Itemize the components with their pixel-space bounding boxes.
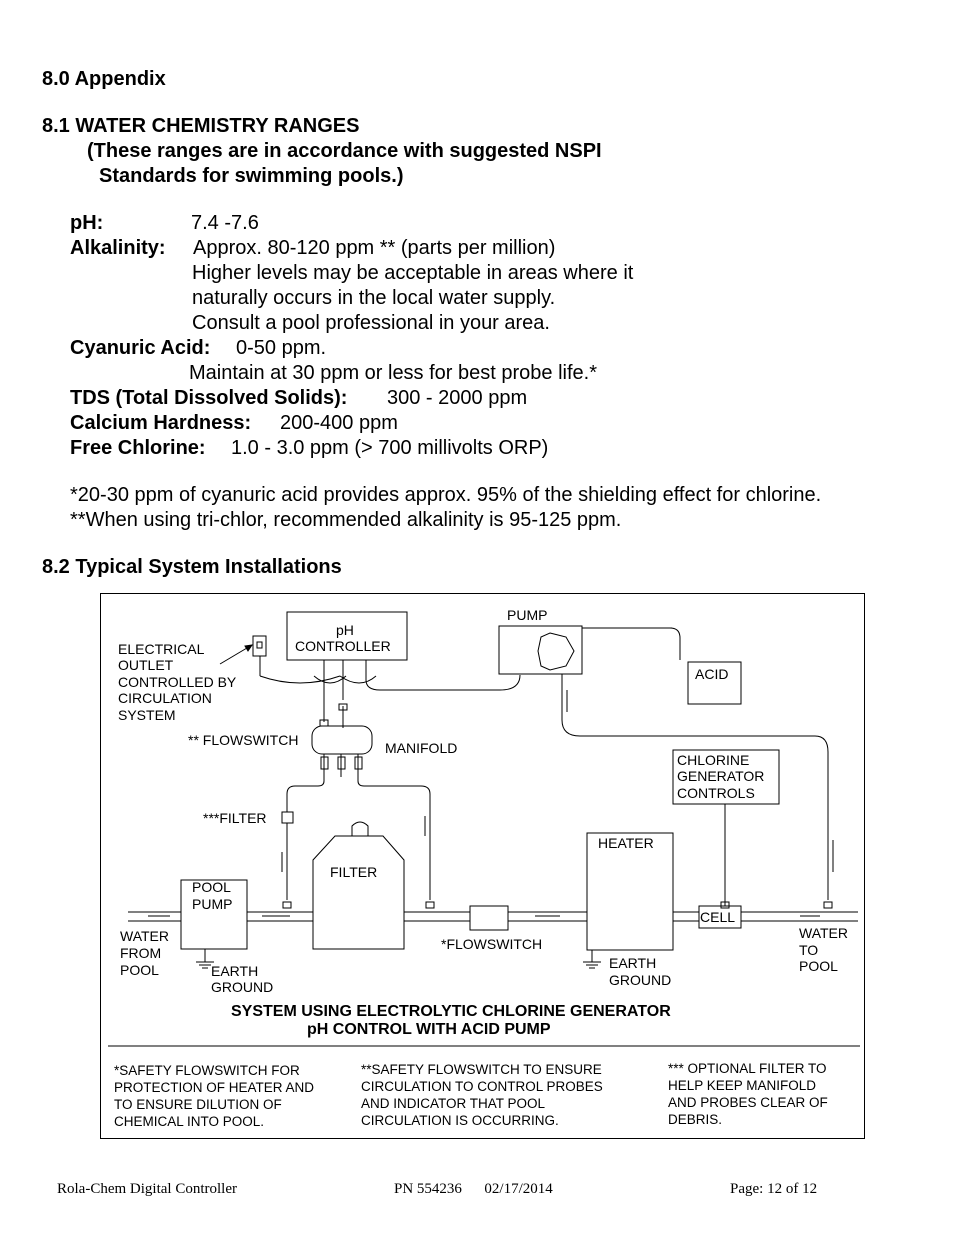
main-filter-tank — [312, 835, 405, 950]
water-to-pool-label-2: TO — [799, 942, 819, 958]
ph-label: pH: — [70, 212, 104, 234]
note-filter-1: *** OPTIONAL FILTER TO — [668, 1061, 827, 1076]
calcium-label: Calcium Hardness: — [70, 412, 252, 434]
footer-page-number: Page: 12 of 12 — [730, 1181, 818, 1197]
outlet-label-2: OUTLET — [118, 657, 174, 673]
outlet-label-5: SYSTEM — [118, 707, 176, 723]
water-from-pool-label-2: FROM — [120, 945, 162, 961]
water-from-pool-label-3: POOL — [120, 962, 159, 978]
earth-ground-left-label-2: GROUND — [211, 979, 274, 995]
footer-product: Rola-Chem Digital Controller — [57, 1181, 237, 1197]
manifold-label: MANIFOLD — [385, 740, 458, 756]
diagram-caption-line2: pH CONTROL WITH ACID PUMP — [307, 1021, 551, 1038]
alkalinity-note-2: naturally occurs in the local water supp… — [192, 287, 556, 309]
alkalinity-value: Approx. 80-120 ppm ** (parts per million… — [193, 237, 556, 259]
tds-value: 300 - 2000 ppm — [387, 387, 528, 409]
footnote-alkalinity: **When using tri-chlor, recommended alka… — [70, 509, 622, 531]
section-8-1-note-line2: Standards for swimming pools.) — [99, 165, 404, 187]
pump-label: PUMP — [507, 607, 548, 623]
installation-diagram — [100, 593, 865, 1139]
calcium-value: 200-400 ppm — [280, 412, 398, 434]
ph-value: 7.4 -7.6 — [191, 212, 259, 234]
tds-label: TDS (Total Dissolved Solids): — [70, 387, 348, 409]
appendix-heading: 8.0 Appendix — [42, 68, 166, 90]
chlorine-generator-label-3: CONTROLS — [677, 785, 755, 801]
filter-label: FILTER — [330, 864, 378, 880]
diagram-caption-line1: SYSTEM USING ELECTROLYTIC CHLORINE GENER… — [231, 1003, 671, 1020]
outlet-label-1: ELECTRICAL — [118, 641, 205, 657]
note-probes-1: **SAFETY FLOWSWITCH TO ENSURE — [361, 1062, 602, 1077]
alkalinity-note-3: Consult a pool professional in your area… — [192, 312, 550, 334]
water-from-pool-label-1: WATER — [120, 928, 169, 944]
flowswitch-top-label: ** FLOWSWITCH — [188, 732, 299, 748]
alkalinity-label: Alkalinity: — [70, 237, 166, 259]
chlorine-generator-label-1: CHLORINE — [677, 752, 750, 768]
note-filter-2: HELP KEEP MANIFOLD — [668, 1078, 817, 1093]
ph-controller-box — [286, 611, 408, 661]
section-8-1-note-line1: (These ranges are in accordance with sug… — [87, 140, 602, 162]
ph-controller-label: CONTROLLER — [295, 638, 391, 654]
note-filter-3: AND PROBES CLEAR OF — [668, 1095, 828, 1110]
pump-rotor — [537, 632, 575, 671]
pool-pump-label-2: PUMP — [192, 896, 233, 912]
optional-filter-box — [281, 811, 294, 824]
note-heater-2: PROTECTION OF HEATER AND — [114, 1080, 315, 1095]
cyanuric-value: 0-50 ppm. — [236, 337, 327, 359]
note-filter-4: DEBRIS. — [668, 1112, 723, 1127]
water-to-pool-label-3: POOL — [799, 958, 838, 974]
cell-label: CELL — [700, 909, 736, 925]
outlet-label-4: CIRCULATION — [118, 690, 212, 706]
note-probes-3: AND INDICATOR THAT POOL — [361, 1096, 546, 1111]
manifold-body — [311, 725, 373, 755]
pool-pump-label-1: POOL — [192, 879, 231, 895]
cyanuric-note: Maintain at 30 ppm or less for best prob… — [189, 362, 597, 384]
water-to-pool-label-1: WATER — [799, 925, 848, 941]
acid-label: ACID — [695, 666, 729, 682]
flowswitch-box — [469, 905, 509, 931]
footer-part-number-date: PN 554236 02/17/2014 — [394, 1181, 553, 1197]
note-heater-1: *SAFETY FLOWSWITCH FOR — [114, 1063, 300, 1078]
pool-pump-box — [180, 879, 248, 950]
chlorine-generator-label-2: GENERATOR — [677, 768, 765, 784]
cyanuric-label: Cyanuric Acid: — [70, 337, 211, 359]
section-8-2-heading: 8.2 Typical System Installations — [42, 556, 342, 578]
acid-pump-box — [498, 625, 583, 675]
heater-label: HEATER — [598, 835, 654, 851]
note-probes-2: CIRCULATION TO CONTROL PROBES — [361, 1079, 603, 1094]
section-8-1-heading: 8.1 WATER CHEMISTRY RANGES — [42, 115, 360, 137]
electrical-outlet-icon — [252, 635, 267, 657]
note-heater-3: TO ENSURE DILUTION OF — [114, 1097, 282, 1112]
optional-filter-label: ***FILTER — [203, 810, 267, 826]
ph-controller-label-ph: pH — [336, 622, 354, 638]
outlet-label-3: CONTROLLED BY — [118, 674, 237, 690]
chlorine-label: Free Chlorine: — [70, 437, 206, 459]
flowswitch-bottom-label: *FLOWSWITCH — [441, 936, 543, 952]
note-probes-4: CIRCULATION IS OCCURRING. — [361, 1113, 559, 1128]
acid-container-box — [687, 661, 742, 705]
chlorine-generator-box — [672, 749, 780, 805]
earth-ground-right-label-2: GROUND — [609, 972, 672, 988]
note-heater-4: CHEMICAL INTO POOL. — [114, 1114, 265, 1129]
earth-ground-left-label-1: EARTH — [211, 963, 259, 979]
footnote-cyanuric: *20-30 ppm of cyanuric acid provides app… — [70, 484, 822, 506]
earth-ground-right-label-1: EARTH — [609, 955, 657, 971]
cell-box — [698, 905, 742, 929]
chlorine-value: 1.0 - 3.0 ppm (> 700 millivolts ORP) — [231, 437, 549, 459]
heater-box — [586, 832, 674, 951]
alkalinity-note-1: Higher levels may be acceptable in areas… — [192, 262, 634, 284]
